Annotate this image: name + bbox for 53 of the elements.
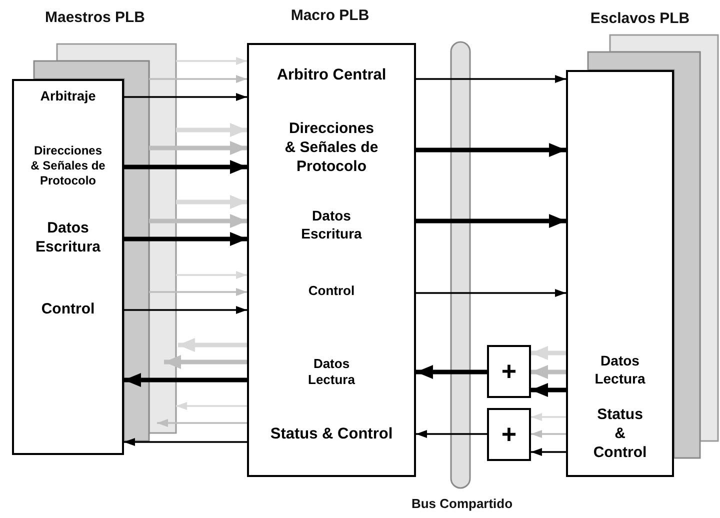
arrow — [164, 355, 247, 369]
signal-label: Datos Escritura — [300, 208, 363, 242]
arrow — [416, 289, 566, 297]
arrow — [124, 232, 247, 246]
signal-label: Datos Lectura — [594, 352, 646, 388]
arrow — [149, 141, 247, 155]
arrow — [531, 430, 566, 438]
arrow — [416, 214, 566, 228]
arrow — [124, 306, 247, 314]
signal-label: Status & Control — [592, 406, 648, 462]
arrow — [124, 438, 247, 446]
arrow — [124, 93, 247, 101]
arrow — [531, 346, 566, 360]
bus-label: Bus Compartido — [411, 496, 513, 511]
arrow — [176, 57, 247, 65]
signal-label: Status & Control — [269, 424, 394, 444]
arrow — [157, 419, 247, 427]
arrow — [531, 413, 566, 421]
arrow — [176, 402, 247, 410]
arrow — [176, 123, 247, 137]
signal-label: Control — [307, 282, 356, 300]
arrow — [531, 383, 566, 397]
arrow — [149, 288, 247, 296]
signal-label: Datos Lectura — [307, 356, 356, 388]
signal-label: Arbitro Central — [276, 65, 388, 85]
signal-label: Datos Escritura — [34, 219, 102, 257]
arrow — [416, 75, 566, 83]
arrow — [149, 214, 247, 228]
heading: Esclavos PLB — [590, 10, 690, 27]
arrow — [178, 338, 247, 352]
module-box — [12, 79, 124, 455]
arrow — [149, 75, 247, 83]
arrow — [176, 271, 247, 279]
arrow — [416, 430, 487, 438]
arrow — [416, 365, 487, 379]
plus-sign: + — [500, 418, 518, 450]
signal-label: Arbitraje — [39, 88, 97, 106]
module-box — [566, 70, 674, 477]
arrow — [176, 195, 247, 209]
arrow — [531, 365, 566, 379]
signal-label: Control — [40, 300, 96, 320]
signal-label: Direcciones & Señales de Protocolo — [284, 120, 380, 176]
heading: Maestros PLB — [44, 9, 146, 26]
adder-box — [487, 345, 531, 398]
adder-box — [487, 408, 531, 461]
plus-sign: + — [500, 354, 518, 388]
signal-label: Direcciones & Señales de Protocolo — [30, 144, 106, 188]
arrow — [416, 143, 566, 157]
module-box — [247, 43, 416, 477]
arrow — [124, 373, 247, 387]
arrow — [531, 448, 566, 456]
heading: Macro PLB — [290, 7, 370, 24]
arrow — [124, 160, 247, 174]
